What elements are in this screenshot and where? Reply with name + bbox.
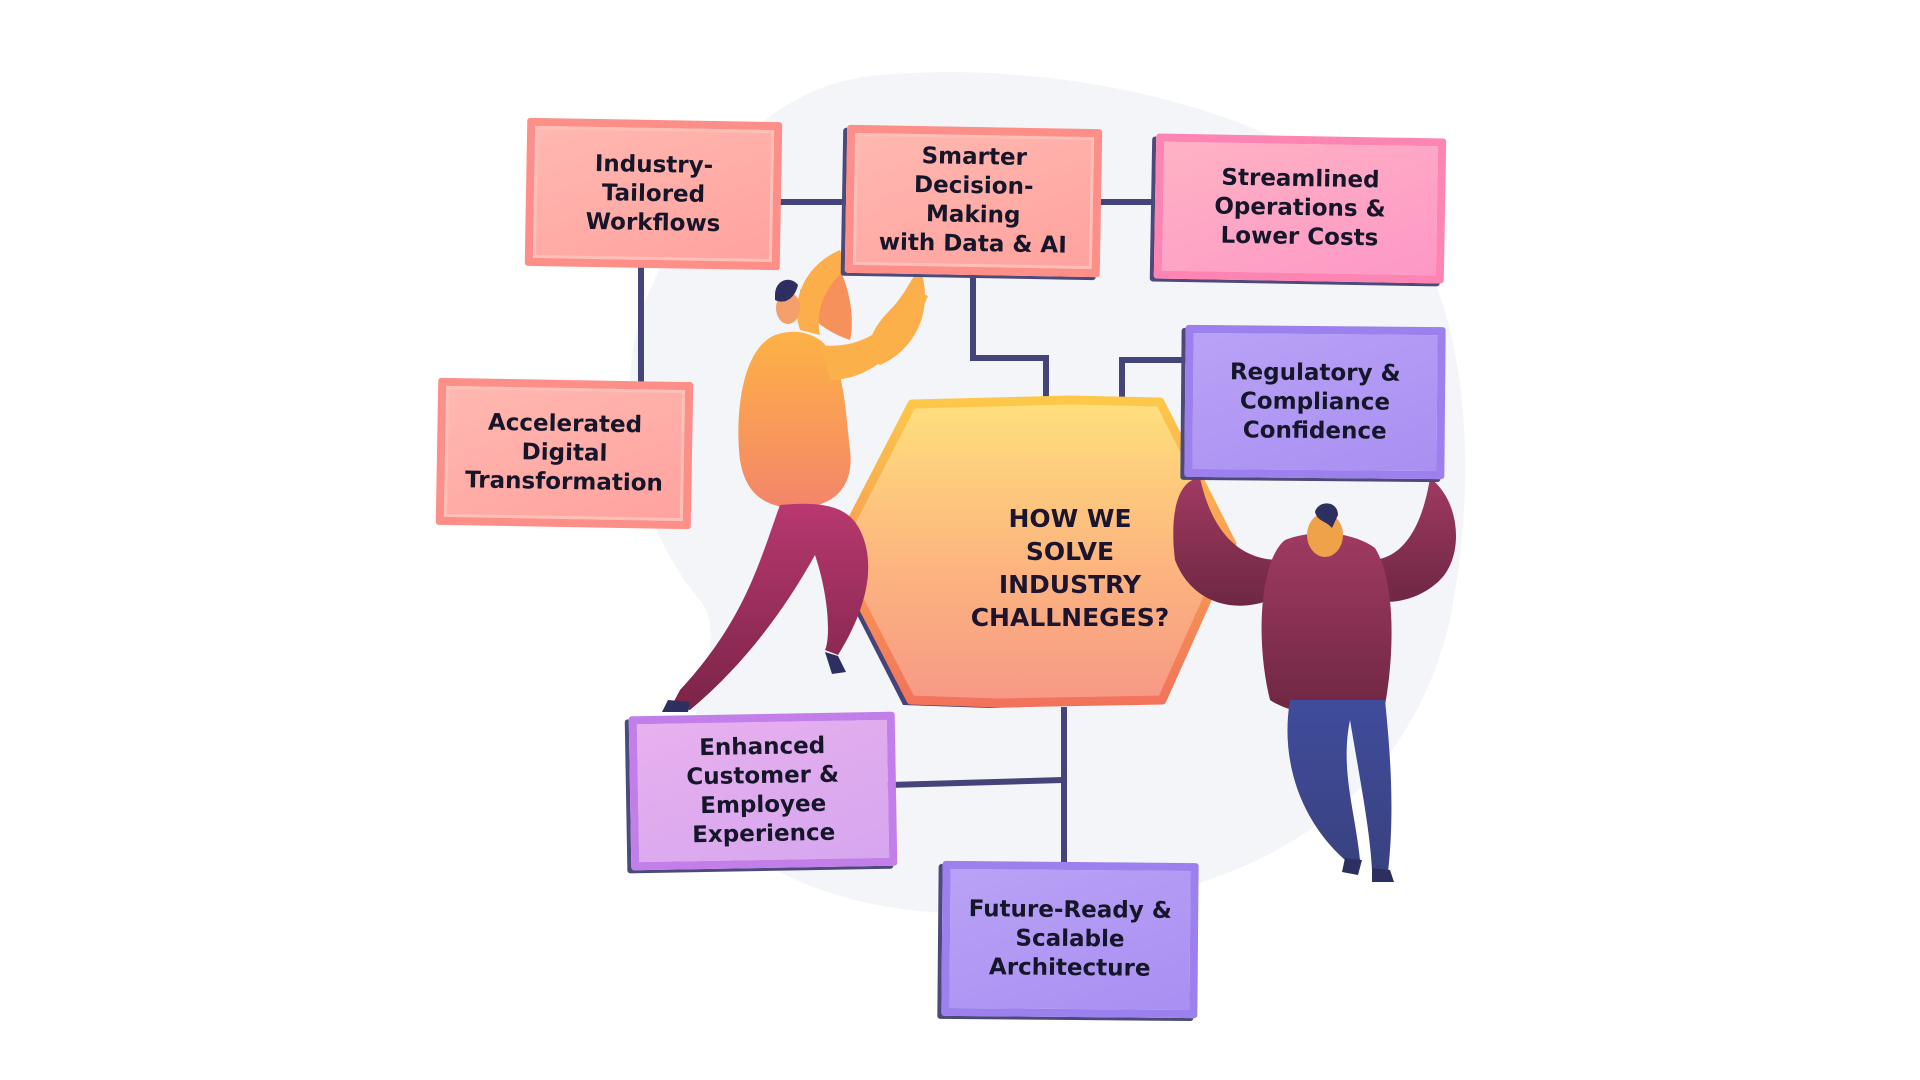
person-right-illustration [1173,460,1457,882]
person-left-illustration [662,250,928,712]
node-accelerated-digital-transformation: Accelerated Digital Transformation [435,377,694,530]
hub-hexagon [828,395,1237,708]
node-future-ready-architecture: Future-Ready & Scalable Architecture [941,860,1199,1019]
hub-title: HOW WE SOLVE INDUSTRY CHALLNEGES? [970,504,1170,632]
node-industry-tailored-workflows: Industry- Tailored Workflows [524,117,783,271]
node-enhanced-experience: Enhanced Customer & Employee Experience [628,711,898,871]
node-regulatory-compliance: Regulatory & Compliance Confidence [1184,324,1446,480]
node-streamlined-operations: Streamlined Operations & Lower Costs [1153,133,1447,284]
connector-lines [638,199,1186,865]
node-smarter-decision-making: Smarter Decision-Making with Data & AI [844,124,1103,278]
